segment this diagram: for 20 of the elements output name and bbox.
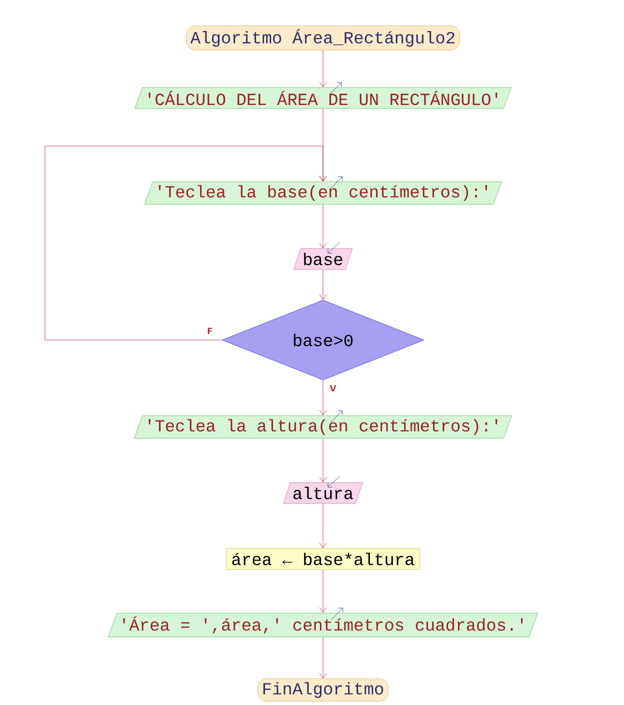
arrow [44, 146, 327, 340]
arrow [319, 636, 327, 678]
arrow [319, 504, 327, 548]
input-parallelogram: base [293, 248, 353, 270]
arrow [319, 380, 327, 416]
output-parallelogram: 'Teclea la base(en centímetros):' [144, 182, 502, 204]
input-parallelogram: altura [283, 482, 363, 504]
output-parallelogram: 'Teclea la altura(en centímetros):' [134, 416, 512, 438]
edge-label: F [208, 328, 212, 334]
arrow [319, 270, 327, 300]
output-parallelogram: 'Área = ',área,' centímetros cuadrados.' [108, 612, 538, 638]
arrow [319, 204, 327, 248]
edge-label: V [330, 385, 336, 392]
arrow [319, 438, 327, 482]
arrow [319, 570, 327, 613]
process-box: área ← base*altura [226, 548, 420, 570]
terminal-box: FinAlgoritmo [258, 678, 388, 702]
arrow [319, 50, 327, 88]
output-parallelogram: 'CÁLCULO DEL ÁREA DE UN RECTÁNGULO' [134, 87, 512, 109]
terminal-box: Algoritmo Área_Rectángulo2 [186, 26, 460, 50]
